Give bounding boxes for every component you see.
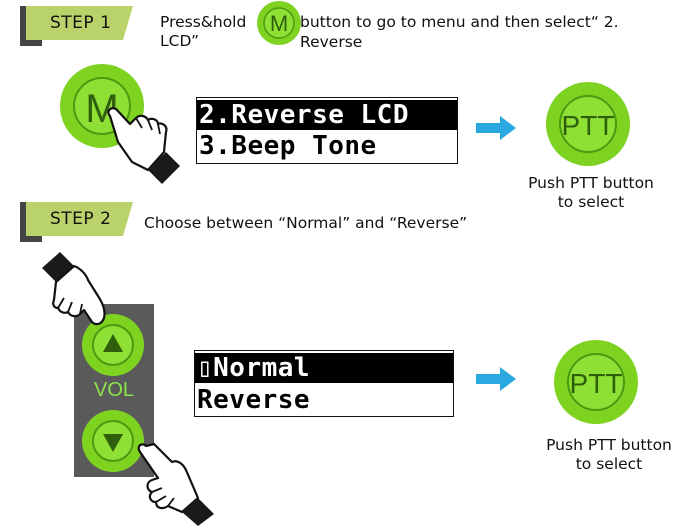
- step2-caption-line2: to select: [575, 455, 643, 473]
- menu-button-letter-small: M: [270, 11, 288, 36]
- volume-label: VOL: [93, 379, 135, 401]
- step1-caption-line1: Push PTT button: [528, 174, 654, 192]
- step-banner-shape: [20, 202, 133, 242]
- step1-instruction-line2: LCD”: [160, 32, 200, 50]
- ptt-button-icon-step1: PTT: [546, 82, 630, 166]
- step1-label: STEP 1: [50, 13, 112, 33]
- pointing-hand-down-icon: [42, 252, 106, 326]
- lcd-screen-step2: ▯Normal Reverse: [194, 350, 454, 417]
- right-arrow-icon: [476, 116, 516, 140]
- menu-button-icon-small: M: [257, 1, 301, 45]
- step1-instruction-suffix: button to go to menu and then select“ 2.…: [300, 13, 619, 51]
- ptt-label-step2: PTT: [570, 368, 623, 399]
- step1-banner: STEP 1: [20, 6, 152, 46]
- step-banner-shape: [20, 6, 133, 46]
- ptt-button-icon-step2: PTT: [554, 340, 638, 424]
- step2-caption-line1: Push PTT button: [546, 436, 672, 454]
- step1-caption-line2: to select: [557, 193, 625, 211]
- lcd-row-beep-tone: 3.Beep Tone: [197, 131, 457, 161]
- lcd-row-reverse-lcd: 2.Reverse LCD: [197, 100, 457, 130]
- step2-instruction: Choose between “Normal” and “Reverse”: [144, 214, 468, 232]
- menu-button-press-illustration: M: [60, 64, 180, 184]
- lcd-screen-step1: 2.Reverse LCD 3.Beep Tone: [196, 97, 458, 164]
- pointing-hand-icon: [107, 107, 180, 184]
- lcd-row-normal: ▯Normal: [195, 353, 453, 383]
- pointing-hand-up-icon: [137, 442, 214, 526]
- volume-up-button-icon: [82, 314, 144, 376]
- step1-instruction-prefix: Press&hold: [160, 13, 247, 31]
- step2-label: STEP 2: [50, 209, 112, 229]
- step2-banner: STEP 2: [20, 202, 152, 242]
- lcd-row-reverse: Reverse: [195, 385, 453, 415]
- right-arrow-icon: [476, 367, 516, 391]
- volume-down-button-icon: [82, 410, 144, 472]
- ptt-label-step1: PTT: [562, 110, 615, 141]
